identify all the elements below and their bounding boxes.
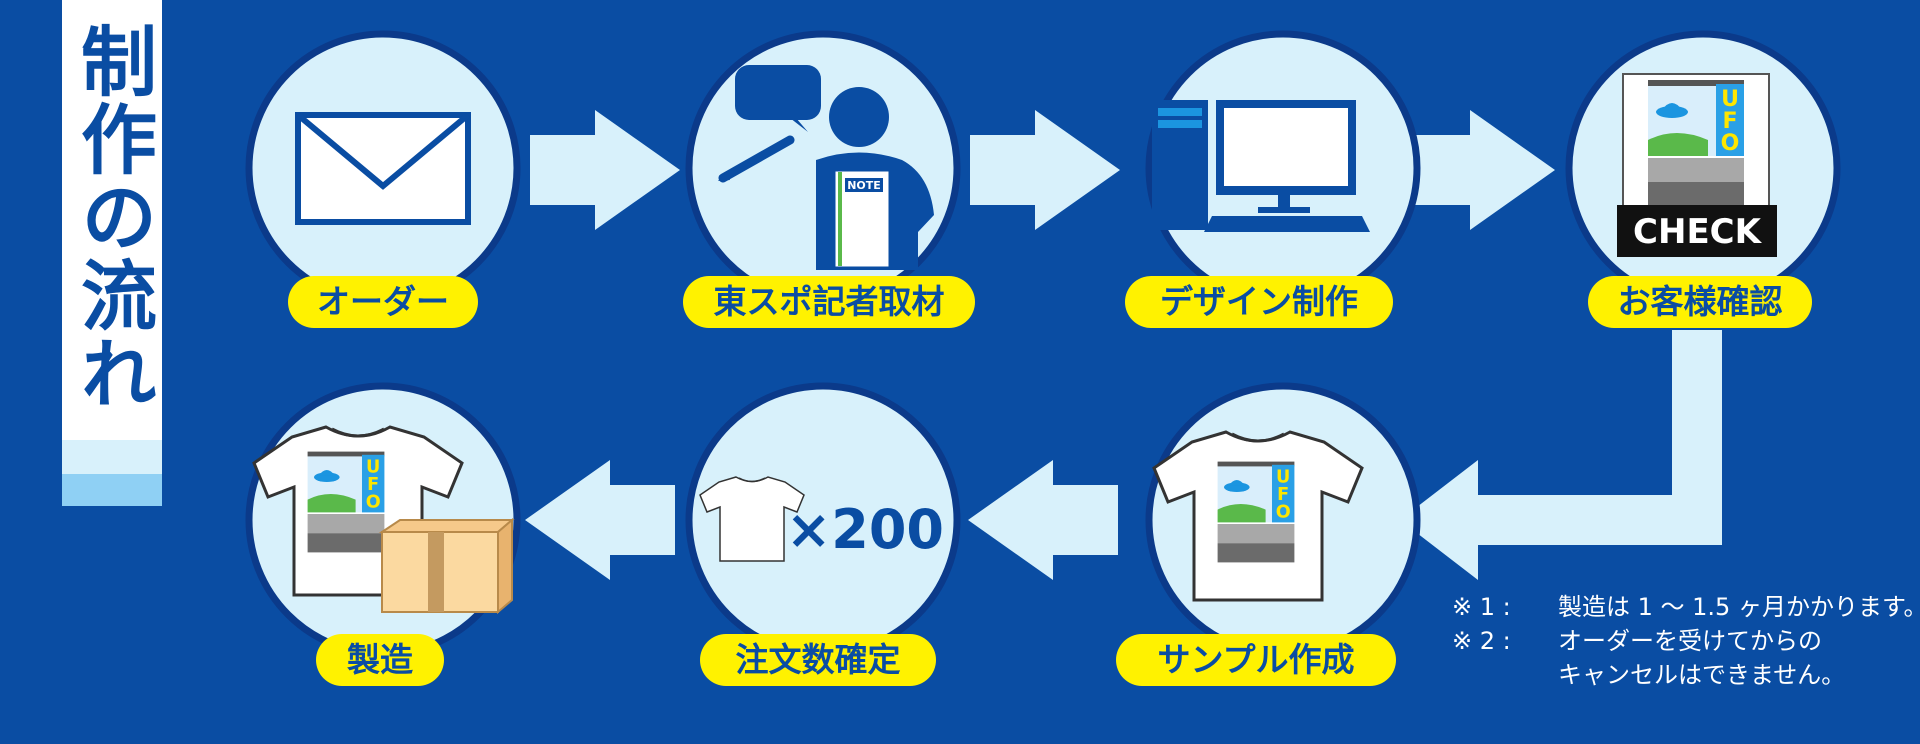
note-book-label: NOTE: [847, 179, 881, 192]
arrow-2-to-3: [970, 110, 1120, 230]
arrow-3-to-4: [1405, 110, 1555, 230]
step-manufacture: [245, 382, 521, 658]
note-1-text: 製造は 1 ～ 1.5 ヶ月かかります。: [1558, 593, 1920, 621]
note-1: ※ 1 : 製造は 1 ～ 1.5 ヶ月かかります。: [1452, 590, 1920, 624]
step-client-check: CHECK: [1565, 30, 1841, 306]
step-order: [245, 30, 521, 306]
design-check-icon: CHECK: [1617, 73, 1777, 257]
tshirt-box-icon: [252, 425, 515, 615]
step-quantity: ×200: [685, 382, 961, 658]
step-label-manufacture: 製造: [316, 634, 444, 686]
check-badge-label: CHECK: [1633, 212, 1763, 252]
step-label-client-check: お客様確認: [1588, 276, 1812, 328]
note-2: ※ 2 : オーダーを受けてからの: [1452, 624, 1920, 658]
section-title-panel: 制作の流れ: [62, 0, 162, 440]
envelope-icon: [295, 112, 471, 225]
step-label-quantity: 注文数確定: [700, 634, 936, 686]
arrow-5-to-6: [968, 460, 1118, 580]
step-label-design: デザイン制作: [1125, 276, 1393, 328]
step-sample: [1145, 382, 1421, 658]
computer-icon: [1152, 100, 1370, 232]
step-label-sample: サンプル作成: [1116, 634, 1396, 686]
reporter-icon: NOTE: [718, 65, 934, 270]
note-2-mark: ※ 2 :: [1452, 627, 1511, 655]
note-1-mark: ※ 1 :: [1452, 593, 1511, 621]
title-panel-band-dark: [62, 474, 162, 506]
arrow-1-to-2: [530, 110, 680, 230]
arrow-6-to-7: [525, 460, 675, 580]
arrow-4-to-5: [1400, 330, 1722, 580]
tshirt-quantity-icon: ×200: [699, 476, 944, 562]
step-label-order: オーダー: [288, 276, 478, 328]
section-title: 制作の流れ: [68, 22, 157, 412]
note-2-continuation: キャンセルはできません。: [1558, 661, 1846, 689]
step-interview: NOTE: [685, 30, 961, 306]
step-design: [1145, 30, 1421, 306]
title-panel-band: [62, 440, 162, 474]
note-2-text: オーダーを受けてからの: [1558, 627, 1822, 655]
quantity-label: ×200: [786, 498, 944, 561]
notes: ※ 1 : 製造は 1 ～ 1.5 ヶ月かかります。 ※ 2 : オーダーを受け…: [1452, 590, 1920, 692]
step-label-interview: 東スポ記者取材: [683, 276, 975, 328]
